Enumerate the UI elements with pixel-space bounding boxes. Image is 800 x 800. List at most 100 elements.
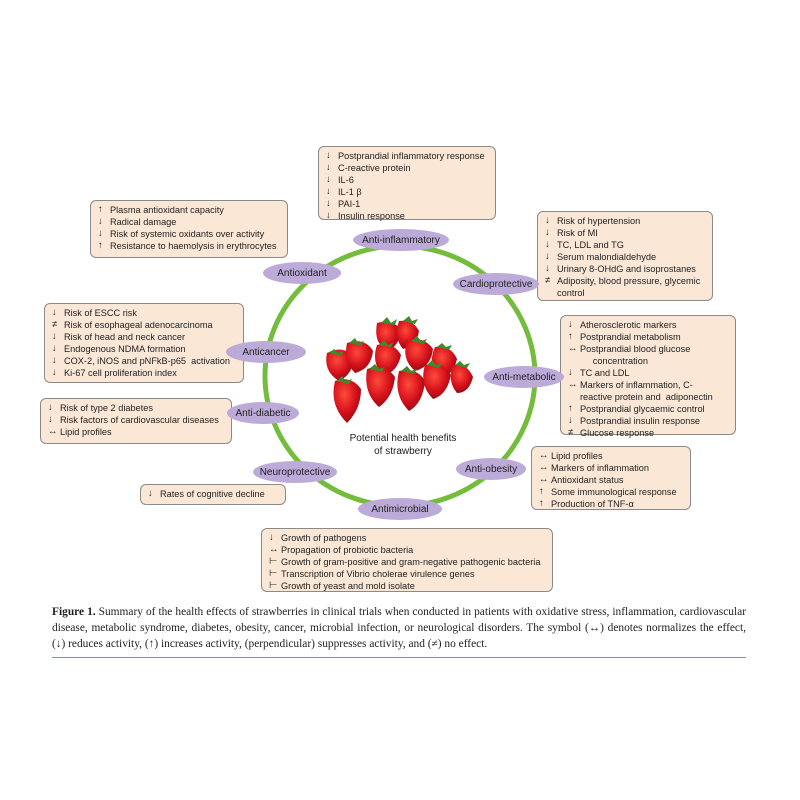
- pill-antimetabolic: Anti-metabolic: [484, 366, 564, 388]
- cardioprotective-effect-item: ↓TC, LDL and TG: [545, 239, 705, 251]
- center-caption: Potential health benefits of strawberry: [349, 433, 457, 457]
- effect-symbol: ↔: [269, 544, 279, 555]
- antimicrobial-box: ↓ Growth of pathogens↔Propagation of prob…: [261, 528, 553, 592]
- effect-text: Risk of MI: [557, 228, 598, 238]
- effect-symbol: ↓: [48, 414, 53, 425]
- effect-text: Lipid profiles: [551, 451, 603, 461]
- effect-symbol: ↓: [269, 532, 274, 543]
- effect-symbol: ↔: [539, 462, 549, 473]
- effect-text: Growth of pathogens: [281, 533, 367, 543]
- effect-symbol: ⊢: [269, 580, 278, 591]
- effect-text: Postprandial inflammatory response: [338, 151, 485, 161]
- antiobesity-effect-item: ↑ Production of TNF-α: [539, 498, 683, 510]
- antimicrobial-effect-item: ⊢Transcription of Vibrio cholerae virule…: [269, 568, 545, 580]
- effect-text: Postprandial insulin response: [580, 416, 701, 426]
- effect-symbol: ↓: [568, 367, 573, 378]
- effect-symbol: ↔: [568, 379, 578, 390]
- effect-text: Resistance to haemolysis in erythrocytes: [110, 241, 277, 251]
- effect-text: Risk of head and neck cancer: [64, 332, 186, 342]
- cardioprotective-box: ↓Risk of hypertension↓Risk of MI↓TC, LDL…: [537, 211, 713, 301]
- effect-symbol: ↑: [539, 498, 544, 509]
- strawberries-image: [326, 316, 473, 423]
- effect-text: IL-6: [338, 175, 354, 185]
- effect-text: Lipid profiles: [60, 427, 112, 437]
- pill-antioxidant: Antioxidant: [263, 262, 341, 284]
- antimetabolic-effect-item: ↑Postprandial metabolism: [568, 331, 728, 343]
- antiinflammatory-box: ↓ Postprandial inflammatory response ↓ C-re…: [318, 146, 496, 221]
- anticancer-effect-item: ↓ Risk of ESCC risk: [52, 307, 236, 319]
- effect-text: Ki-67 cell proliferation index: [64, 368, 177, 378]
- effect-symbol: ↔: [568, 343, 578, 354]
- effect-symbol: ↓: [326, 186, 331, 197]
- antimetabolic-effect-item: ↔Markers of inflammation, C- reactive pr…: [568, 379, 728, 403]
- effect-symbol: ↑: [98, 204, 103, 215]
- effect-text: Risk factors of cardiovascular diseases: [60, 415, 219, 425]
- pill-antiinflammatory: Anti-inflammatory: [353, 229, 449, 251]
- antiobesity-effect-item: ↔Markers of inflammation: [539, 462, 683, 474]
- antioxidant-effect-item: ↑ Plasma antioxidant capacity: [98, 204, 280, 216]
- effect-symbol: ⊢: [269, 556, 278, 567]
- anticancer-effect-item: ↓Endogenous NDMA formation: [52, 343, 236, 355]
- antiinflammatory-effect-item: ↓IL-6: [326, 174, 488, 186]
- cardioprotective-effect-item: ≠ Adiposity, blood pressure, glycemic con…: [545, 275, 705, 299]
- effect-text: Rates of cognitive decline: [160, 489, 265, 499]
- effect-text: Insulin response: [338, 211, 405, 221]
- anticancer-effect-item: ↓Ki-67 cell proliferation index: [52, 367, 236, 379]
- pill-antidiabetic: Anti-diabetic: [227, 402, 299, 424]
- antimetabolic-effect-item: ↑Postprandial glycaemic control: [568, 403, 728, 415]
- effect-symbol: ↓: [98, 216, 103, 227]
- effect-text: Serum malondialdehyde: [557, 252, 657, 262]
- effect-text: Markers of inflammation, C- reactive pro…: [580, 380, 713, 402]
- anticancer-effect-item: ≠Risk of esophageal adenocarcinoma: [52, 319, 236, 331]
- antioxidant-effect-item: ↑ Resistance to haemolysis in erythrocyte…: [98, 240, 280, 252]
- antimicrobial-effect-item: ↓ Growth of pathogens: [269, 532, 545, 544]
- effect-symbol: ↓: [326, 162, 331, 173]
- effect-text: C-reactive protein: [338, 163, 411, 173]
- effect-text: Radical damage: [110, 217, 177, 227]
- effect-text: Adiposity, blood pressure, glycemic cont…: [557, 276, 701, 298]
- effect-symbol: ≠: [52, 319, 58, 330]
- effect-symbol: ↓: [52, 307, 57, 318]
- effect-text: Propagation of probiotic bacteria: [281, 545, 414, 555]
- antidiabetic-box: ↓ Risk of type 2 diabetes ↓ Risk factors of…: [40, 398, 232, 444]
- effect-text: Antioxidant status: [551, 475, 624, 485]
- antimetabolic-effect-item: ≠Glucose response: [568, 427, 728, 439]
- effect-symbol: ↓: [326, 198, 331, 209]
- neuroprotective-effect-item: ↓Rates of cognitive decline: [148, 488, 278, 500]
- effect-text: Plasma antioxidant capacity: [110, 205, 224, 215]
- effect-text: COX-2, iNOS and pNFkB-p65 activation: [64, 356, 230, 366]
- effect-text: Risk of systemic oxidants over activity: [110, 229, 265, 239]
- effect-text: Growth of gram-positive and gram-negativ…: [281, 557, 541, 567]
- effect-symbol: ↓: [545, 239, 550, 250]
- antiinflammatory-effect-item: ↓ C-reactive protein: [326, 162, 488, 174]
- effect-symbol: ↓: [545, 251, 550, 262]
- caption-divider: [52, 657, 746, 658]
- pill-cardioprotective: Cardioprotective: [453, 273, 539, 295]
- effect-text: Growth of yeast and mold isolate: [281, 581, 415, 591]
- antiobesity-box: ↔Lipid profiles↔Markers of inflammation↔…: [531, 446, 691, 510]
- effect-symbol: ↓: [48, 402, 53, 413]
- antioxidant-box: ↑ Plasma antioxidant capacity ↓ Radical dam…: [90, 200, 288, 258]
- antiinflammatory-effect-item: ↓IL-1 β: [326, 186, 488, 198]
- effect-symbol: ≠: [568, 427, 574, 438]
- effect-text: Risk of ESCC risk: [64, 308, 137, 318]
- effect-text: PAI-1: [338, 199, 361, 209]
- effect-text: Postprandial blood glucose concentration: [580, 344, 691, 366]
- pill-anticancer: Anticancer: [226, 341, 306, 363]
- antidiabetic-effect-item: ↓ Risk of type 2 diabetes: [48, 402, 224, 414]
- effect-text: Endogenous NDMA formation: [64, 344, 186, 354]
- effect-text: Risk of type 2 diabetes: [60, 403, 153, 413]
- effect-symbol: ≠: [545, 275, 551, 286]
- effect-symbol: ↓: [545, 263, 550, 274]
- effect-text: Production of TNF-α: [551, 499, 634, 509]
- effect-symbol: ↓: [545, 227, 550, 238]
- effect-symbol: ↓: [52, 355, 57, 366]
- antiinflammatory-effect-item: ↓ PAI-1: [326, 198, 488, 210]
- effect-symbol: ↑: [568, 331, 573, 342]
- antimicrobial-effect-item: ⊢Growth of gram-positive and gram-negati…: [269, 556, 545, 568]
- antioxidant-effect-item: ↓Risk of systemic oxidants over activity: [98, 228, 280, 240]
- effect-symbol: ↑: [98, 240, 103, 251]
- antiobesity-effect-item: ↑Some immunological response: [539, 486, 683, 498]
- cardioprotective-effect-item: ↓ Serum malondialdehyde: [545, 251, 705, 263]
- cardioprotective-effect-item: ↓ Risk of MI: [545, 227, 705, 239]
